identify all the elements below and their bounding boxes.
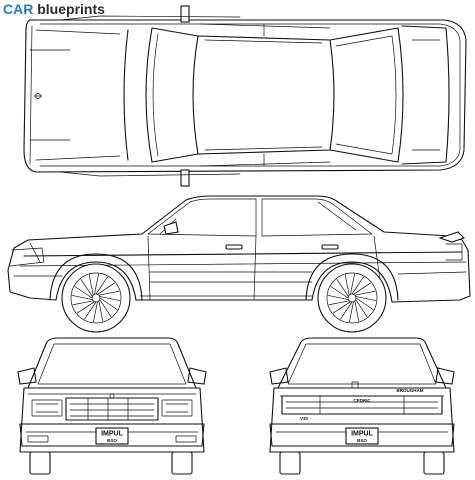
front-plate-line2: BSO (107, 438, 117, 443)
wheel-spoke (354, 290, 376, 296)
front-license-plate (95, 427, 129, 445)
wheel-spoke (97, 282, 116, 295)
wheel-spoke (71, 295, 93, 300)
front-plate-line1: IMPUL (101, 431, 124, 438)
wheel-spoke (99, 296, 121, 301)
wheel-spoke (98, 290, 120, 296)
side-view (7, 195, 471, 333)
wheel-spoke (99, 297, 118, 310)
wheel-spoke (332, 301, 351, 314)
rear-model-badge: CEDRIC (353, 398, 371, 403)
rear-plate-line2: BSO (357, 438, 367, 443)
rear-license-plate (345, 427, 379, 445)
wheel-spoke (350, 273, 355, 295)
rear-plate-line1: IMPUL (351, 431, 374, 438)
wheel-spoke (84, 301, 97, 320)
front-view: IMPUL BSO (17, 337, 207, 475)
wheel-spoke (344, 274, 350, 296)
wheel-spoke (330, 286, 349, 299)
logo-car-text: CAR (3, 1, 34, 17)
wheel-spoke (88, 274, 94, 296)
top-view (23, 5, 467, 187)
wheel-spoke (72, 300, 94, 306)
logo-blueprints-text: blueprints (37, 1, 105, 17)
wheel-spoke (93, 301, 98, 323)
wheel-spoke (336, 278, 349, 297)
wheel-spoke (353, 282, 372, 295)
wheel-spoke (76, 301, 95, 314)
wheel-spoke (355, 296, 377, 301)
wheel-spoke (98, 300, 104, 322)
wheel-spoke (354, 300, 360, 322)
wheel-spoke (80, 278, 93, 297)
wheel-spoke (351, 276, 364, 295)
wheel-spoke (74, 286, 93, 299)
wheel-spoke (355, 299, 368, 318)
wheel-spoke (99, 299, 112, 318)
wheel-spoke (328, 300, 350, 306)
rear-left-badge: V30 (300, 416, 309, 421)
site-logo: CAR blueprints (3, 1, 105, 17)
wheel-spoke (327, 295, 349, 300)
wheel-spoke (355, 297, 374, 310)
rear-grade-badge: BROUGHAM (397, 388, 424, 393)
rear-view: BROUGHAM CEDRIC V30 IMPUL BSO (269, 337, 455, 475)
wheel-spoke (340, 301, 353, 320)
rear-wheel (317, 263, 387, 333)
wheel-spoke (95, 276, 108, 295)
wheel-spoke (349, 301, 354, 323)
wheel-spoke (94, 273, 99, 295)
front-wheel (61, 263, 131, 333)
